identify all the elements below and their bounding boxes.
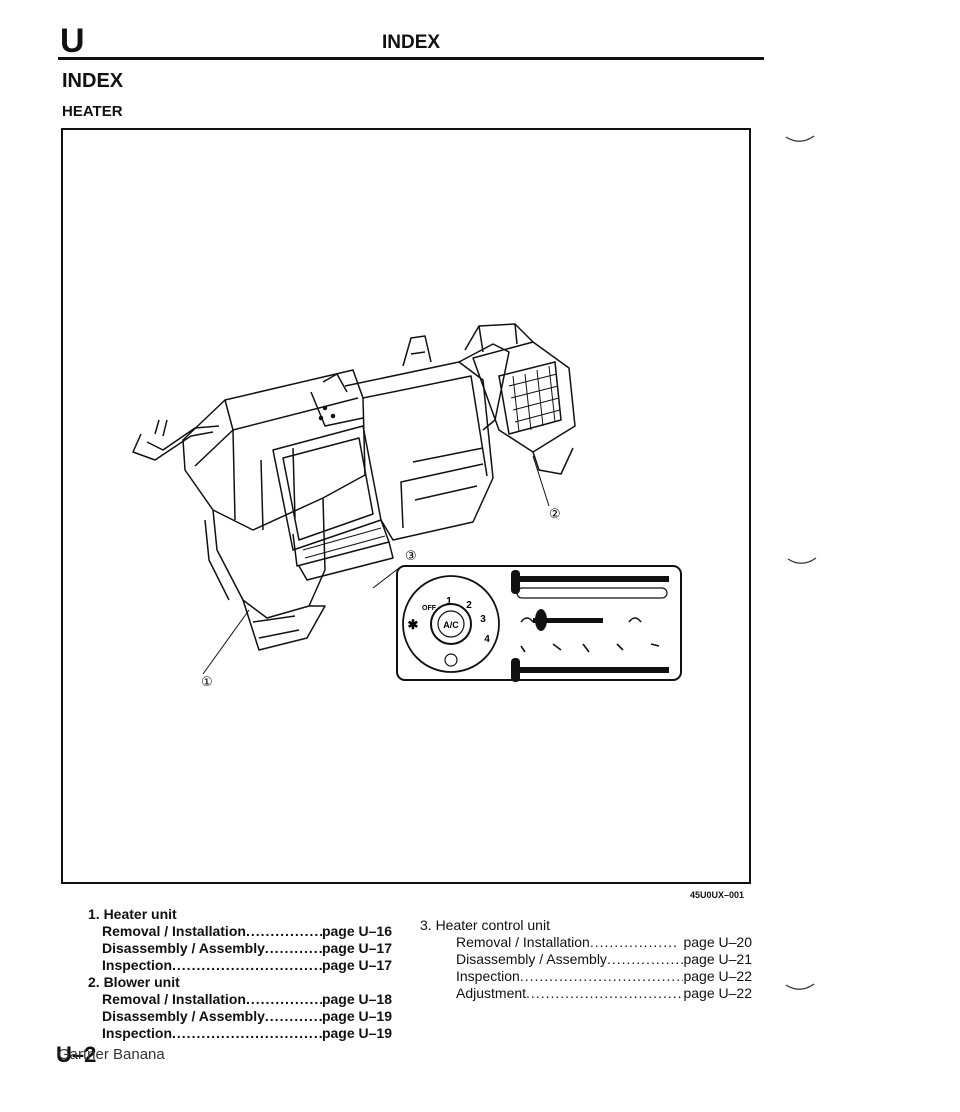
index-entry-title: 3. Heater control unit <box>420 917 550 933</box>
index-page-ref: page U–22 <box>683 985 752 1001</box>
index-leader-dots: .................. <box>245 923 322 939</box>
index-column-left: 1. Heater unit Removal / Installation ..… <box>88 906 398 1042</box>
index-page-ref: page U–19 <box>321 1008 392 1024</box>
index-sub-label: Disassembly / Assembly <box>102 940 265 956</box>
index-page-ref: page U–22 <box>683 968 752 984</box>
index-leader-dots: .................. <box>606 951 684 967</box>
index-sub-entry: Removal / Installation .................… <box>102 991 392 1008</box>
index-leader-dots: ........................................… <box>526 985 683 1001</box>
pipe-shape <box>146 425 220 451</box>
index-entry-title: 1. Heater unit <box>88 906 177 922</box>
section-letter: U <box>60 22 85 60</box>
dial-number-4: 4 <box>484 634 490 645</box>
margin-mark <box>785 135 815 142</box>
index-leader-dots: .................. <box>264 1008 322 1024</box>
index-sub-label: Removal / Installation <box>456 934 590 950</box>
callout-3: ③ <box>405 549 417 564</box>
index-entry-title: 2. Blower unit <box>88 974 180 990</box>
index-sub-label: Removal / Installation <box>102 923 246 939</box>
index-leader-dots: ........................................… <box>519 968 684 984</box>
index-column-right: 3. Heater control unit Removal / Install… <box>420 917 760 1002</box>
page-number: U–2 <box>56 1042 97 1067</box>
callout-1: ① <box>201 675 213 690</box>
header-title: INDEX <box>382 32 441 53</box>
index-page-ref: page U–16 <box>321 923 392 939</box>
dial-number-3: 3 <box>480 614 486 625</box>
fan-icon: ✱ <box>408 617 419 632</box>
index-leader-dots: ........................................… <box>172 957 322 973</box>
section-heading: HEATER <box>62 103 123 120</box>
callout-2: ② <box>549 507 561 522</box>
air-lever-track <box>513 667 669 673</box>
index-sub-entry: Adjustment .............................… <box>456 985 752 1002</box>
index-sub-label: Inspection <box>102 957 173 973</box>
index-page-ref: page U–19 <box>321 1025 392 1041</box>
index-sub-entry: Removal / Installation .................… <box>102 923 392 940</box>
dial-number-2: 2 <box>466 600 472 611</box>
index-leader-dots: ........................................… <box>172 1025 322 1041</box>
watermark-text: Gartner Banana <box>58 1046 165 1063</box>
index-sub-label: Adjustment <box>456 985 527 1001</box>
page-heading: INDEX <box>62 70 124 92</box>
index-sub-label: Disassembly / Assembly <box>456 951 607 967</box>
index-sub-entry: Disassembly / Assembly .................… <box>102 940 392 957</box>
ac-button-label: A/C <box>443 620 459 630</box>
dial-off-label: OFF <box>422 605 437 612</box>
index-sub-label: Removal / Installation <box>102 991 246 1007</box>
recirc-icon <box>444 653 458 667</box>
pipe-shape <box>132 431 214 461</box>
fan-dial <box>402 575 500 673</box>
header-rule <box>58 57 764 60</box>
bracket-shape <box>402 335 432 367</box>
index-sub-entry: Disassembly / Assembly .................… <box>102 1008 392 1025</box>
control-panel: 1 2 3 4 OFF A/C ✱ <box>396 565 682 682</box>
index-leader-dots: .................. <box>264 940 322 956</box>
index-sub-entry: Inspection .............................… <box>102 1025 392 1042</box>
index-sub-label: Inspection <box>102 1025 173 1041</box>
index-leader-dots: .................. <box>589 934 678 950</box>
index-leader-dots: .................. <box>245 991 322 1007</box>
index-sub-entry: Inspection .............................… <box>102 957 392 974</box>
temp-lever-track <box>533 618 603 623</box>
index-page-ref: page U–18 <box>321 991 392 1007</box>
figure-frame: 1 2 3 4 OFF A/C ✱ ① ② ③ <box>61 128 751 884</box>
index-page-ref: page U–17 <box>321 940 392 956</box>
index-page-ref: page U–17 <box>321 957 392 973</box>
index-page-ref: page U–21 <box>683 951 752 967</box>
index-page-ref: page U–20 <box>683 934 752 950</box>
index-sub-label: Disassembly / Assembly <box>102 1008 265 1024</box>
index-sub-label: Inspection <box>456 968 520 984</box>
margin-mark <box>785 983 815 990</box>
margin-mark <box>787 557 817 564</box>
heater-unit-shape <box>182 369 366 531</box>
figure-code: 45U0UX–001 <box>690 890 745 900</box>
index-sub-entry: Removal / Installation .................… <box>456 934 752 951</box>
index-sub-entry: Inspection .............................… <box>456 968 752 985</box>
dial-number-1: 1 <box>446 596 452 607</box>
mode-lever-track <box>513 576 669 582</box>
heater-assembly-illustration: 1 2 3 4 OFF A/C ✱ ① ② ③ <box>132 323 682 690</box>
index-sub-entry: Disassembly / Assembly .................… <box>456 951 752 968</box>
